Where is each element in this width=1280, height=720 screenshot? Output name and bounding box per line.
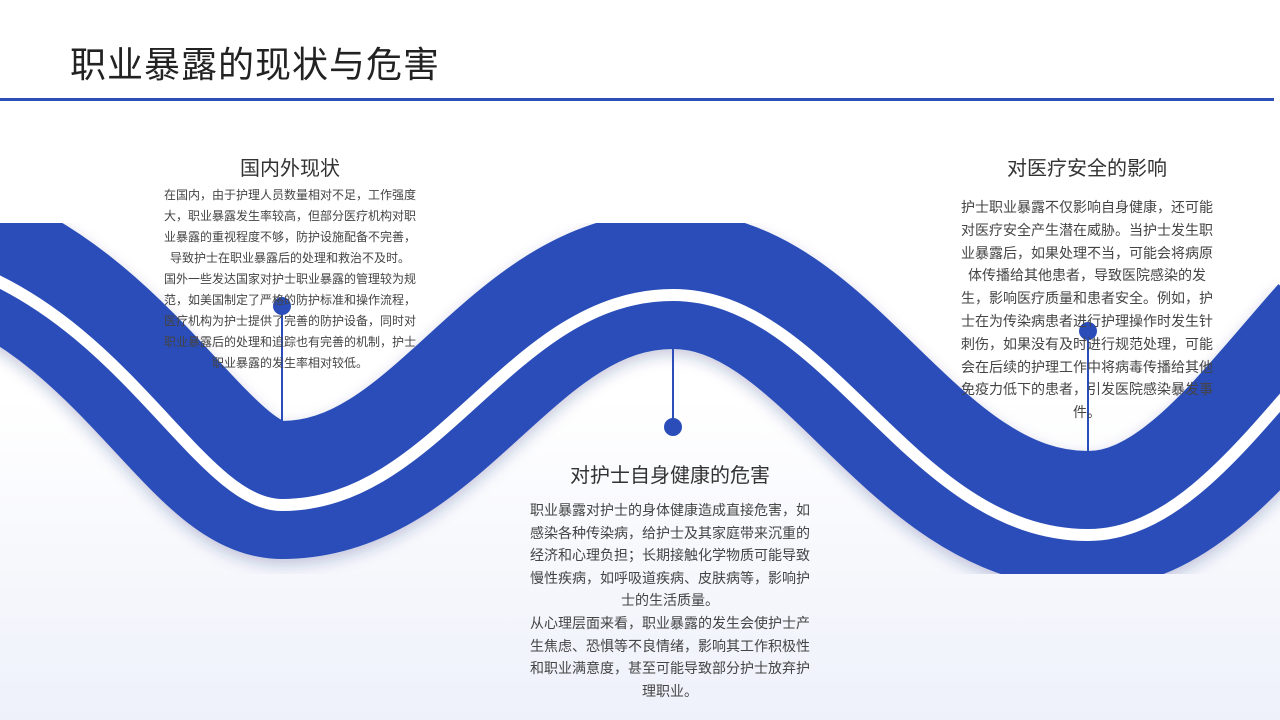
wave-ribbon — [0, 191, 1280, 590]
section-paragraph: 国外一些发达国家对护士职业暴露的管理较为规范，如美国制定了严格的防护标准和操作流… — [163, 272, 416, 370]
connector-dot-3 — [1079, 322, 1097, 340]
section-harm-to-nurse-health: 对护士自身健康的危害 职业暴露对护士的身体健康造成直接危害，如感染各种传染病，给… — [530, 459, 810, 703]
section-impact-on-medical-safety: 对医疗安全的影响 护士职业暴露不仅影响自身健康，还可能对医疗安全产生潜在威胁。当… — [958, 152, 1216, 425]
section-domestic-foreign-status: 国内外现状 在国内，由于护理人员数量相对不足，工作强度大，职业暴露发生率较高，但… — [160, 152, 420, 374]
section-heading: 国内外现状 — [240, 156, 340, 180]
connector-dot-2 — [664, 418, 682, 436]
section-heading: 对医疗安全的影响 — [1007, 156, 1167, 180]
section-paragraph: 从心理层面来看，职业暴露的发生会使护士产生焦虑、恐惧等不良情绪，影响其工作积极性… — [530, 615, 810, 700]
section-paragraph: 职业暴露对护士的身体健康造成直接危害，如感染各种传染病，给护士及其家庭带来沉重的… — [530, 503, 810, 610]
title-underline — [0, 98, 1274, 101]
connector-dot-1 — [273, 297, 291, 315]
section-heading: 对护士自身健康的危害 — [570, 463, 770, 487]
section-paragraph: 在国内，由于护理人员数量相对不足，工作强度大，职业暴露发生率较高，但部分医疗机构… — [163, 188, 416, 265]
wave-inner-line — [0, 275, 1280, 542]
section-paragraph: 护士职业暴露不仅影响自身健康，还可能对医疗安全产生潜在威胁。当护士发生职业暴露后… — [961, 200, 1213, 422]
slide-title: 职业暴露的现状与危害 — [70, 45, 441, 86]
